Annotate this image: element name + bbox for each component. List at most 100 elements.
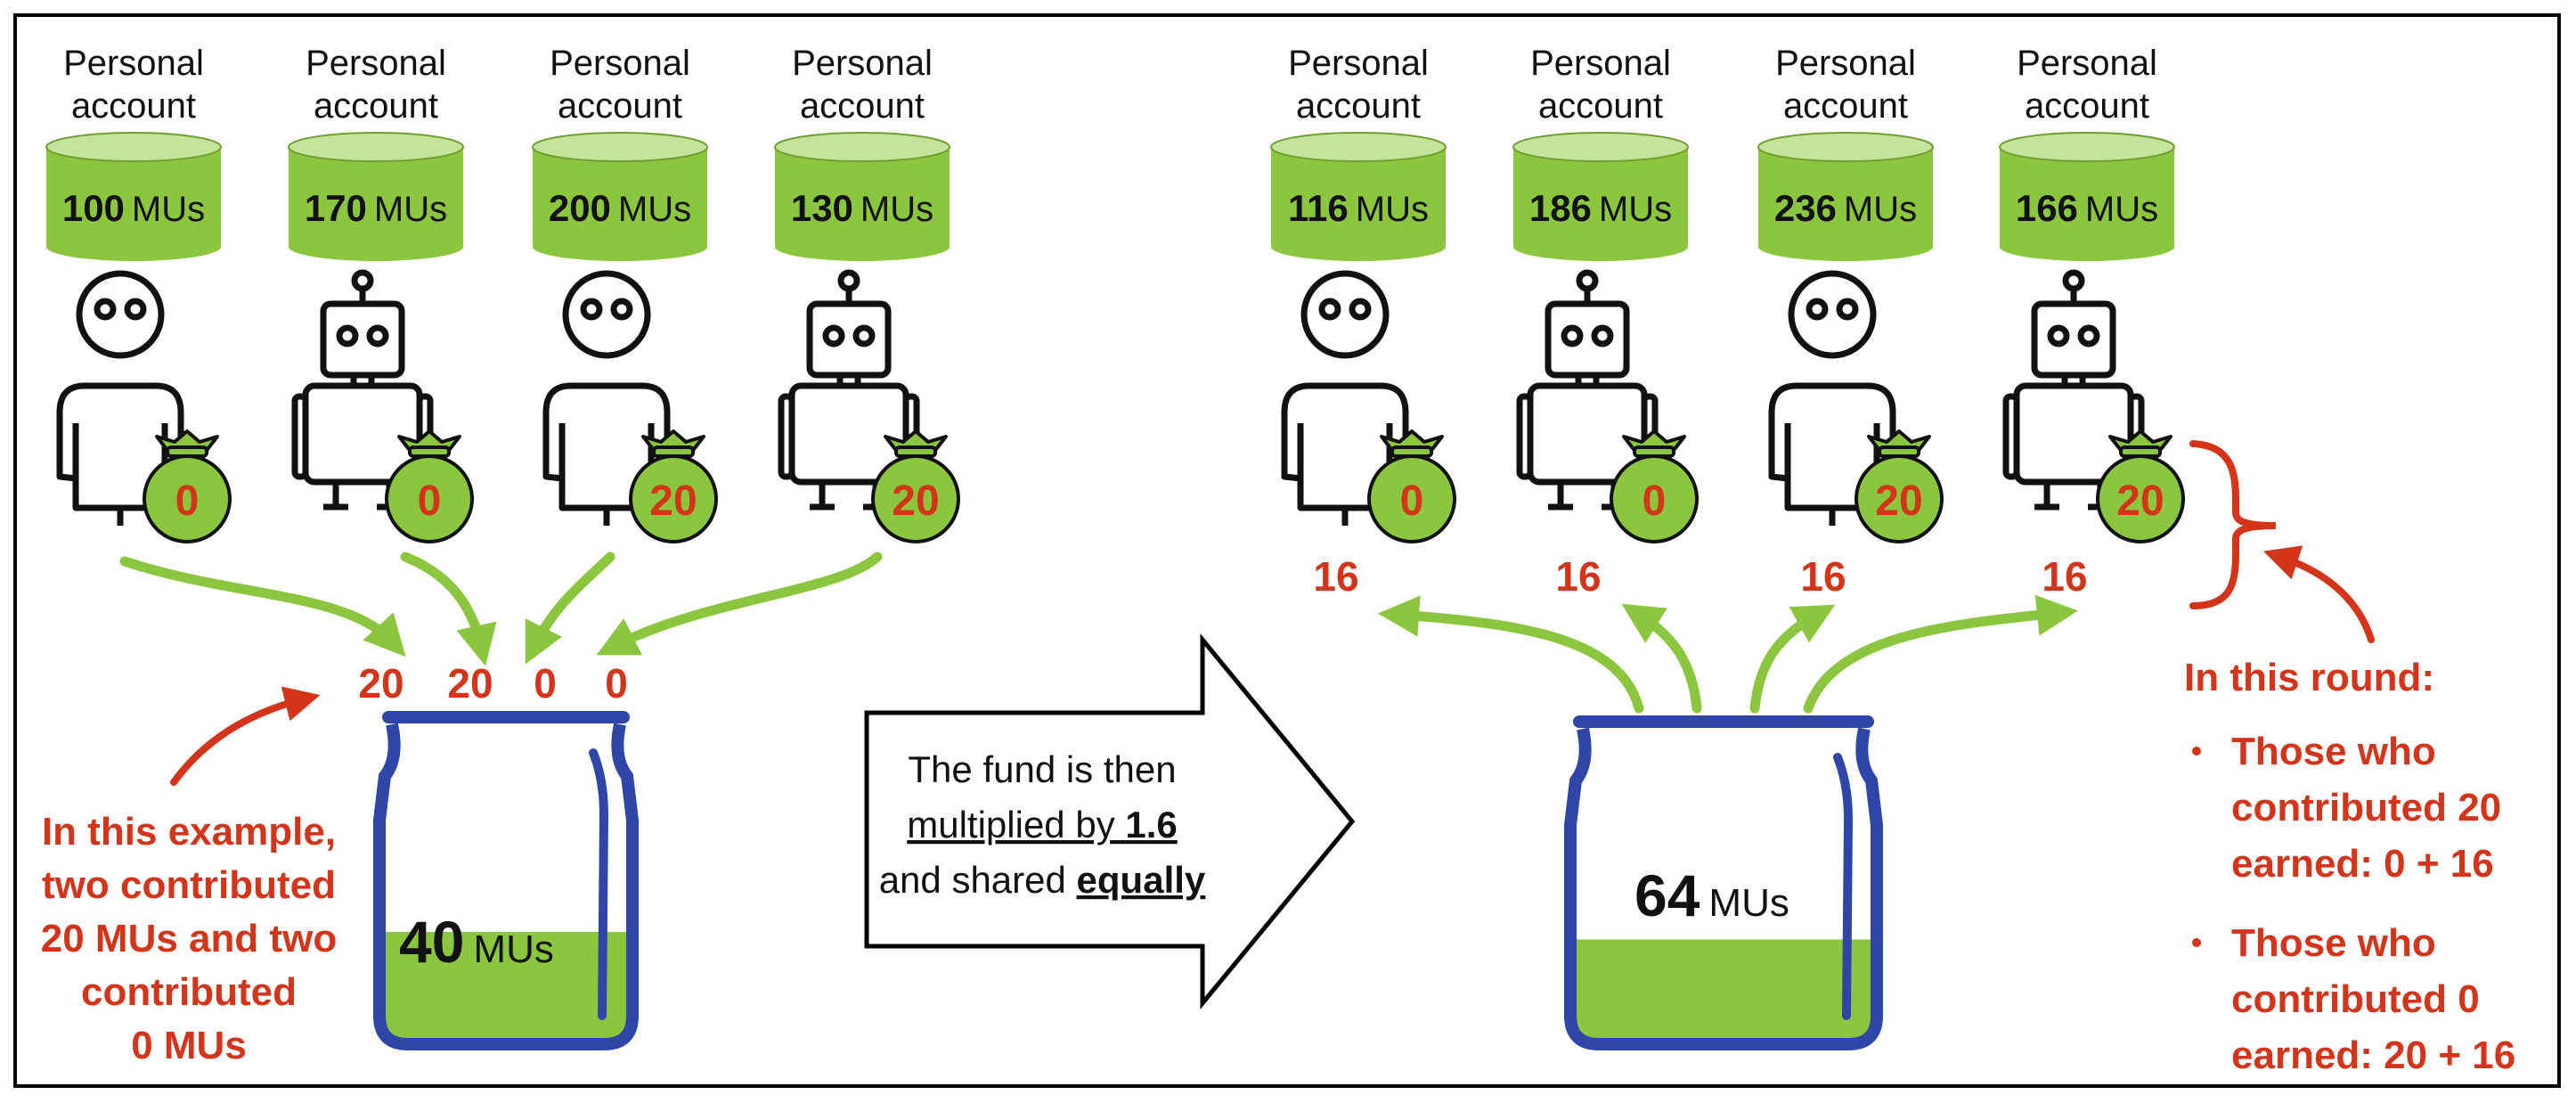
contribution-value: 0: [418, 478, 442, 525]
flow-value: 0: [534, 660, 557, 707]
money-bag-icon: 0: [385, 429, 474, 543]
flow-value: 20: [358, 660, 404, 707]
account-label: Personal: [63, 44, 204, 83]
human-figure-icon: [542, 270, 671, 526]
brace-icon: [2189, 440, 2277, 609]
jar-fill: [379, 932, 632, 1044]
process-description: The fund is then multiplied by 1.6 and s…: [879, 748, 1206, 901]
account-label: account: [1538, 86, 1663, 126]
share-value: 16: [1555, 553, 1601, 600]
svg-text:earned: 0 + 16: earned: 0 + 16: [2231, 842, 2494, 886]
money-bag-icon: 20: [629, 429, 718, 543]
contribution-value: 0: [175, 478, 200, 525]
account-label: Personal: [792, 44, 933, 83]
account-label: account: [1783, 86, 1908, 126]
process-arrow-icon: [864, 633, 1356, 1009]
share-value: 16: [1800, 553, 1846, 600]
jar-fill: [1570, 939, 1877, 1044]
account-label: account: [71, 86, 196, 126]
contribution-value: 0: [1400, 478, 1424, 525]
share-arrow: [1749, 604, 1836, 714]
svg-text:0 MUs: 0 MUs: [131, 1024, 247, 1067]
contribution-value: 0: [1643, 478, 1667, 525]
robot-figure-icon: [778, 269, 920, 511]
account-cylinder-icon: [774, 132, 950, 261]
account-cylinder-icon: [288, 132, 464, 261]
share-value: 16: [1313, 553, 1358, 600]
svg-text:earned: 20 + 16: earned: 20 + 16: [2231, 1034, 2515, 1077]
contribution-value: 20: [2116, 478, 2164, 525]
bullet-icon: [2192, 938, 2201, 947]
account-cylinder-icon: [1757, 132, 1934, 261]
account-label: Personal: [1288, 44, 1429, 83]
account-label: Personal: [1530, 44, 1671, 83]
contribution-arrow: [525, 552, 615, 665]
svg-text:contributed 20: contributed 20: [2231, 786, 2501, 829]
svg-text:The fund is then: The fund is then: [908, 748, 1176, 790]
right-jar-icon: [1564, 715, 1883, 1050]
bullet-icon: [2192, 747, 2201, 756]
diagram-frame: [13, 13, 2561, 1088]
money-bag-icon: 0: [1367, 429, 1456, 543]
left-note-arrow: [170, 686, 321, 786]
left-contribution-arrows: [119, 552, 883, 666]
account-label: account: [558, 86, 682, 126]
account-label: account: [800, 86, 925, 126]
account-cylinder-icon: [532, 132, 708, 261]
contribution-value: 20: [892, 478, 939, 525]
share-arrow: [1621, 603, 1702, 714]
account-label: account: [314, 86, 438, 126]
left-jar-icon: [373, 711, 639, 1050]
share-arrow: [1803, 594, 2078, 714]
flow-value: 20: [447, 660, 493, 707]
svg-text:contributed: contributed: [81, 970, 297, 1014]
contribution-value: 20: [1875, 478, 1922, 525]
money-bag-icon: 20: [1855, 429, 1944, 543]
right-note: In this round: Those who contributed 20 …: [2184, 656, 2515, 1077]
right-note-arrow: [2263, 545, 2375, 643]
svg-text:two contributed: two contributed: [42, 863, 336, 907]
account-label: Personal: [550, 44, 690, 83]
svg-text:and shared equally: and shared equally: [879, 859, 1206, 901]
money-bag-icon: 20: [2096, 429, 2185, 543]
account-label: account: [2025, 86, 2149, 126]
svg-text:In this example,: In this example,: [42, 810, 336, 854]
share-arrow: [1377, 595, 1644, 714]
svg-text:In this round:: In this round:: [2184, 656, 2434, 699]
left-flow-values: 20 20 0 0: [358, 660, 627, 707]
contribution-arrow: [596, 552, 883, 656]
account-cylinder-icon: [1512, 132, 1689, 261]
flow-value: 0: [605, 660, 628, 707]
svg-text:Those who: Those who: [2231, 730, 2436, 773]
account-label: Personal: [306, 44, 446, 83]
account-label: account: [1296, 86, 1421, 126]
account-cylinder-icon: [45, 132, 222, 261]
money-bag-icon: 0: [143, 429, 232, 543]
account-label: Personal: [1775, 44, 1916, 83]
contribution-value: 20: [649, 478, 697, 525]
right-share-arrows: [1377, 594, 2078, 714]
account-cylinder-icon: [1270, 132, 1447, 261]
account-label: Personal: [2017, 44, 2157, 83]
share-value: 16: [2042, 553, 2087, 600]
svg-text:contributed 0: contributed 0: [2231, 977, 2480, 1021]
